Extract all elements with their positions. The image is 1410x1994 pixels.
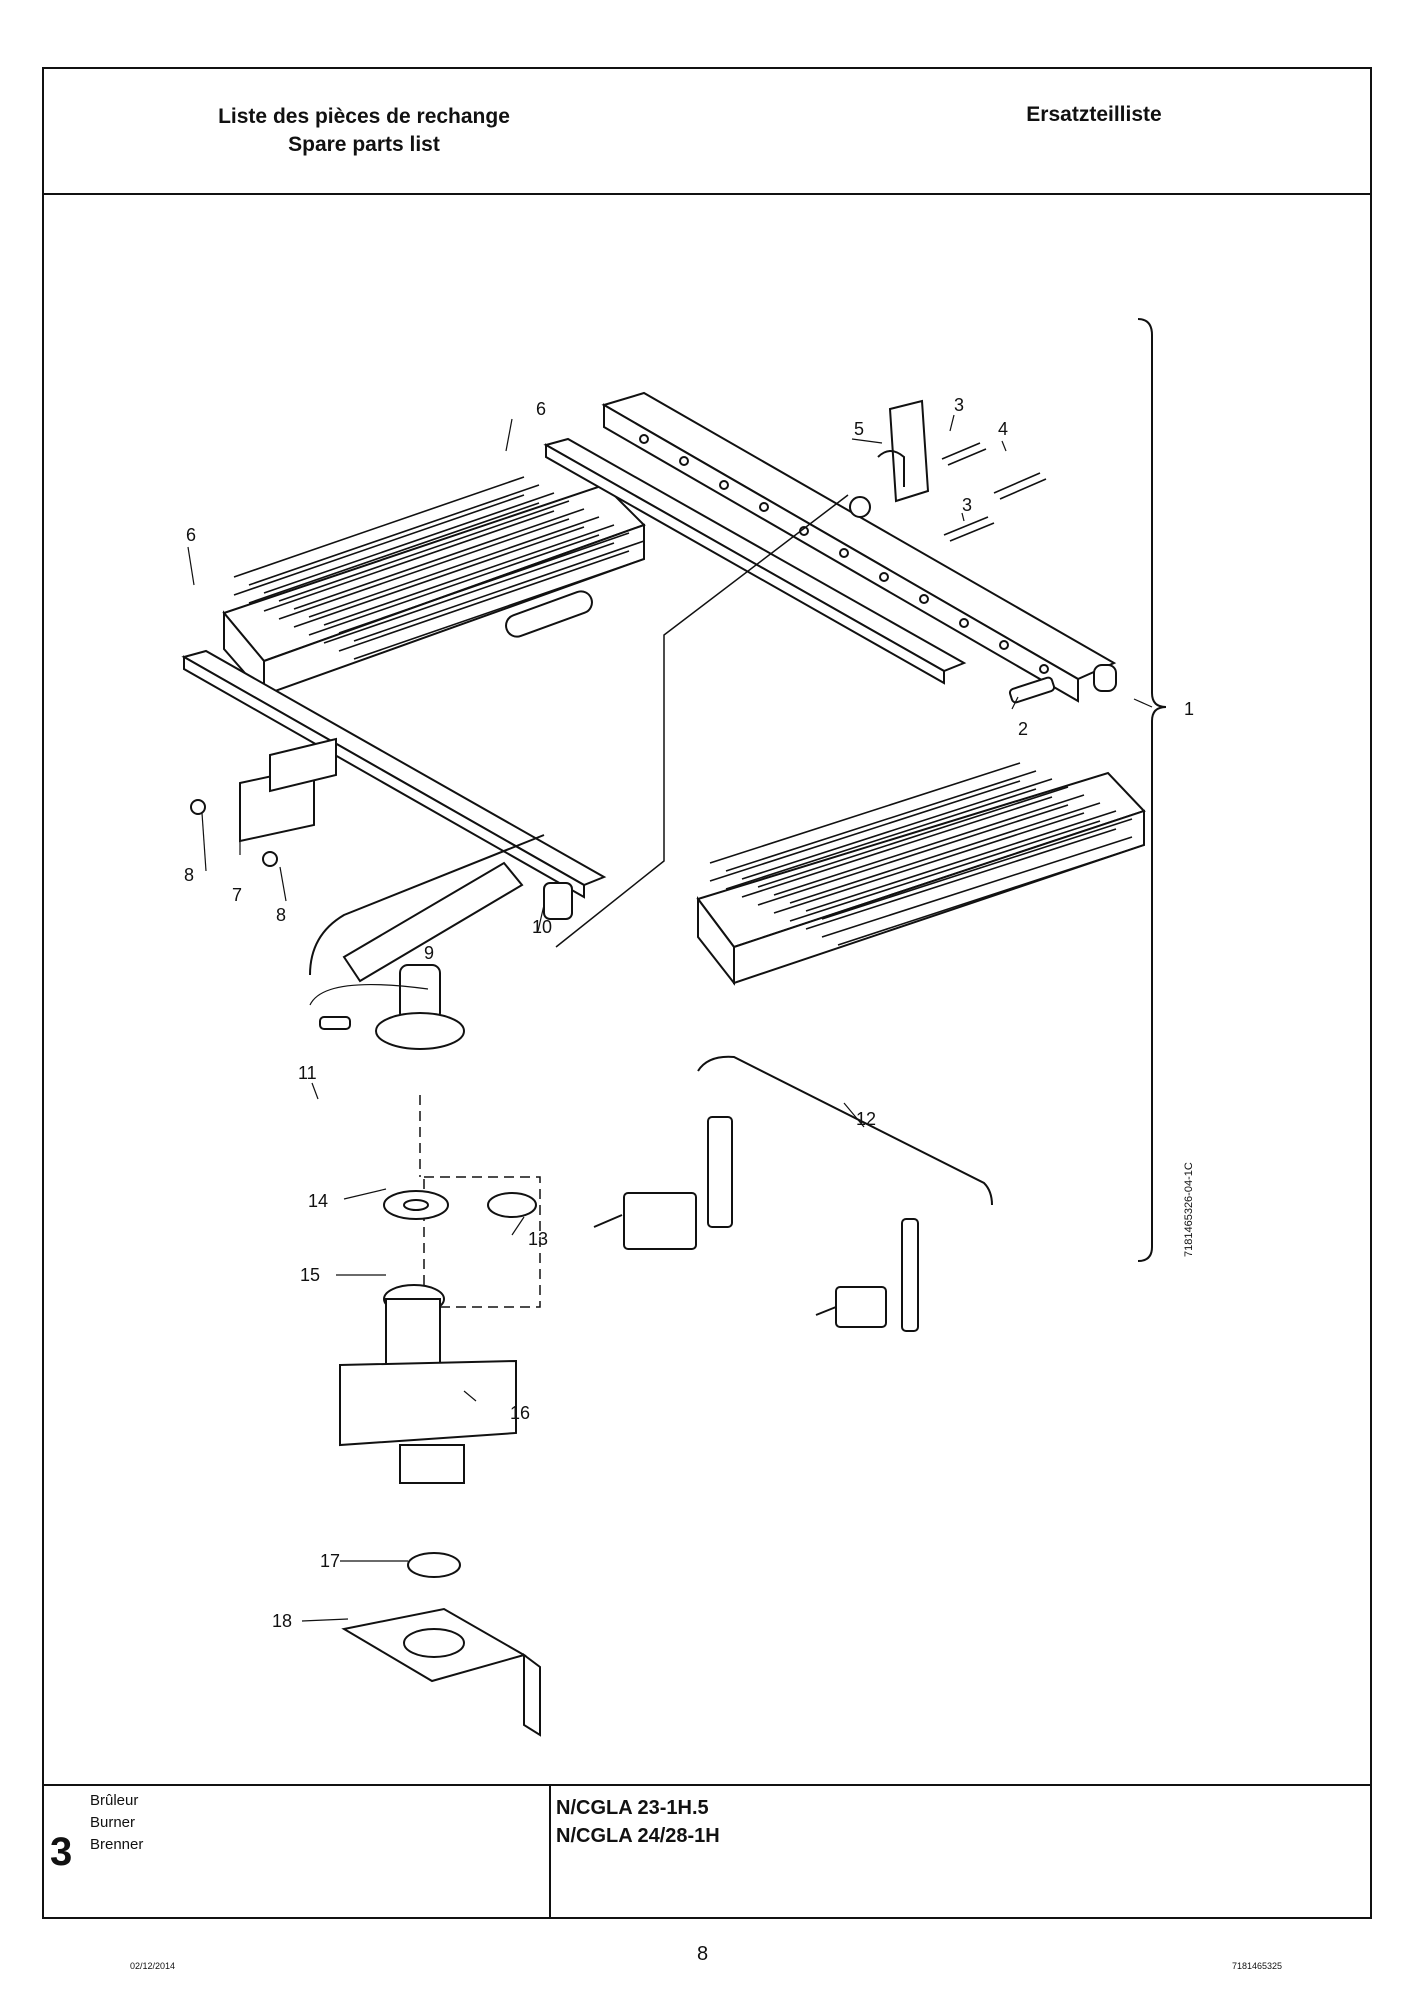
footer-block: 3 Brûleur Burner Brenner N/CGLA 23-1H.5 …	[44, 1784, 1370, 1917]
header-titles-left: Liste des pièces de rechange Spare parts…	[174, 103, 554, 159]
callout-3a: 3	[954, 395, 964, 415]
title-french: Liste des pièces de rechange	[218, 105, 510, 128]
burner-exploded-view: 1 2 3 3 4 5 6 6 7 8 8 9 10 11 12 13 14 1…	[181, 318, 1195, 1737]
regulator-15-16	[339, 1284, 517, 1484]
section-name-en: Burner	[90, 1814, 136, 1831]
washer-13	[487, 1192, 537, 1218]
model-1: N/CGLA 23-1H.5	[556, 1797, 709, 1819]
document-reference: 7181465325	[1232, 1961, 1283, 1971]
section-name-de: Brenner	[90, 1836, 144, 1853]
drawing-reference: 7181465326-04-1C	[1183, 1162, 1195, 1257]
callout-15: 15	[300, 1265, 320, 1285]
callout-7: 7	[232, 885, 242, 905]
injector-bar	[601, 391, 1117, 703]
model-list: N/CGLA 23-1H.5 N/CGLA 24/28-1H	[556, 1794, 720, 1850]
callout-6b: 6	[186, 525, 196, 545]
callout-18: 18	[272, 1611, 292, 1631]
burner-ramp-bottom-right	[696, 762, 1146, 986]
nozzle-2	[1008, 676, 1056, 704]
callout-3b: 3	[962, 495, 972, 515]
mounting-plate-18	[341, 1607, 541, 1737]
footer-divider	[549, 1786, 551, 1917]
callout-9: 9	[424, 943, 434, 963]
callout-16: 16	[510, 1403, 530, 1423]
model-2: N/CGLA 24/28-1H	[556, 1825, 720, 1847]
title-english: Spare parts list	[288, 133, 440, 156]
exploded-drawing: 1 2 3 3 4 5 6 6 7 8 8 9 10 11 12 13 14 1…	[44, 195, 1370, 1784]
connector-leader	[555, 494, 849, 948]
callout-8a: 8	[184, 865, 194, 885]
distributor-strip-upper	[543, 437, 967, 685]
screws-3-4	[941, 442, 1047, 542]
callout-5: 5	[854, 419, 864, 439]
washer-17	[407, 1552, 461, 1578]
title-german: Ersatzteilliste	[1026, 103, 1162, 126]
ignition-assembly-9	[309, 834, 573, 1050]
group-brace-1	[1137, 318, 1167, 1262]
callout-13: 13	[528, 1229, 548, 1249]
section-names: Brûleur Burner Brenner	[90, 1790, 143, 1856]
page-frame: Liste des pièces de rechange Spare parts…	[42, 67, 1372, 1919]
section-number: 3	[50, 1830, 73, 1874]
distributor-strip-lower	[181, 649, 607, 899]
callout-17: 17	[320, 1551, 340, 1571]
section-name-fr: Brûleur	[90, 1792, 139, 1809]
dashed-group-box	[423, 1176, 541, 1308]
callout-2: 2	[1018, 719, 1028, 739]
callout-8b: 8	[276, 905, 286, 925]
callout-12: 12	[856, 1109, 876, 1129]
bracket-part-5	[877, 399, 930, 503]
electrode-group-12	[593, 1055, 993, 1332]
bracket-part-7	[190, 737, 337, 867]
callout-10: 10	[532, 917, 552, 937]
burner-ramp-top-left	[222, 476, 646, 698]
callout-6a: 6	[536, 399, 546, 419]
callout-1: 1	[1184, 699, 1194, 719]
header: Liste des pièces de rechange Spare parts…	[44, 69, 1370, 195]
page-number: 8	[697, 1943, 709, 1965]
print-date: 02/12/2014	[130, 1961, 176, 1971]
callout-14: 14	[308, 1191, 328, 1211]
callout-11: 11	[298, 1063, 317, 1083]
callout-4: 4	[998, 419, 1008, 439]
